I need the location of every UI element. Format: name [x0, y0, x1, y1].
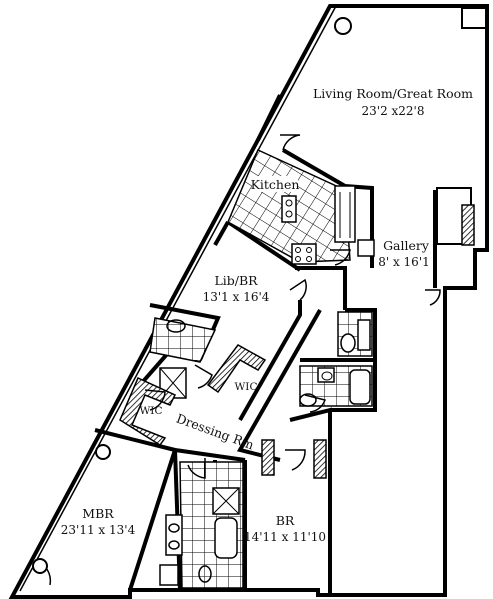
- gallery-name: Gallery: [383, 238, 430, 253]
- wic-right-name: WIC: [235, 381, 258, 393]
- columns: [32, 7, 487, 574]
- kitchen-floor: [227, 148, 375, 265]
- door-swings: [34, 134, 441, 586]
- br-closets: [261, 439, 327, 479]
- wic-shelves: [119, 344, 267, 447]
- kitchen-label-bg: [252, 176, 298, 192]
- gallery-closet: [436, 187, 475, 246]
- mbr-dims: 23'11 x 13'4: [61, 523, 136, 537]
- lib-br-dims: 13'1 x 16'4: [203, 290, 270, 304]
- exterior-walls: [8, 3, 489, 599]
- interior-walls: [94, 94, 437, 595]
- br-name: BR: [276, 513, 295, 528]
- br-dims: 14'11 x 11'10: [244, 530, 326, 544]
- living-room-name: Living Room/Great Room: [313, 86, 473, 101]
- lib-bath: [149, 317, 217, 399]
- right-baths: [299, 311, 373, 407]
- kitchen-name: Kitchen: [251, 177, 300, 192]
- master-bath: [159, 461, 244, 589]
- wic-left-name: WIC: [140, 405, 163, 417]
- living-room-dims: 23'2 x22'8: [362, 104, 425, 118]
- mbr-name: MBR: [82, 506, 114, 521]
- lib-br-name: Lib/BR: [214, 273, 258, 288]
- gallery-dims: 8' x 16'1: [378, 255, 430, 269]
